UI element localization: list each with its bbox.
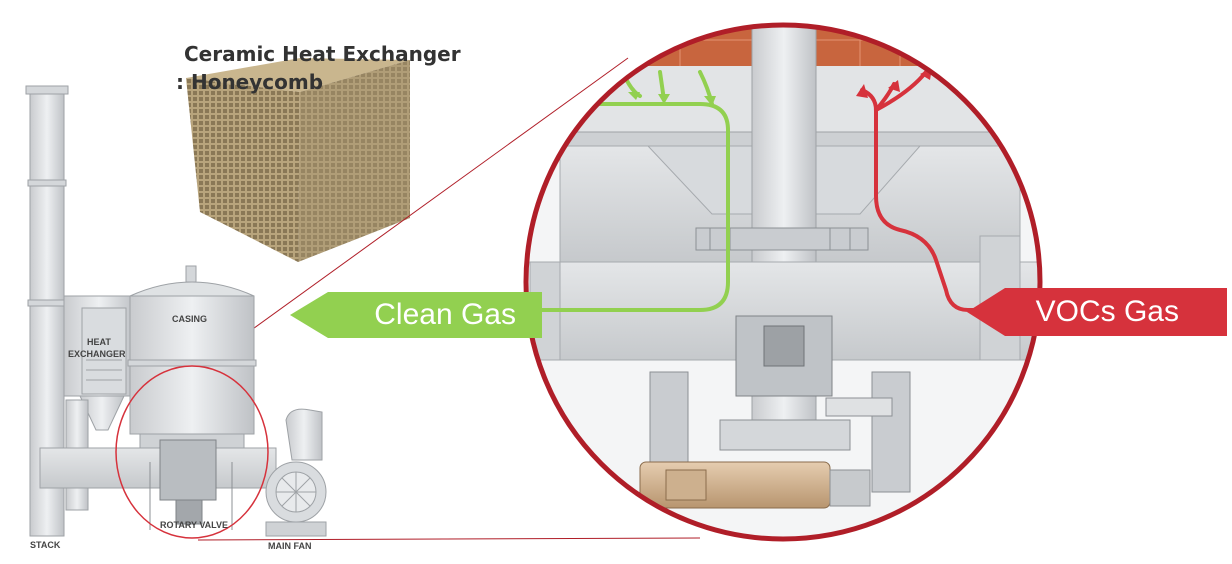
honeycomb-block-image — [186, 58, 410, 262]
vocs-gas-label: VOCs Gas — [1035, 295, 1179, 328]
casing-label: CASING — [172, 314, 208, 324]
main-duct-illustration — [39, 447, 277, 489]
clean-gas-callout: Clean Gas — [290, 292, 542, 338]
heat-exchanger-label-line-1: HEAT — [87, 337, 111, 347]
stack-label: STACK — [30, 540, 61, 550]
zoom-detail-illustration — [526, 25, 1040, 539]
vocs-gas-callout: VOCs Gas — [967, 288, 1227, 336]
zoom-connector-top — [195, 57, 629, 371]
title-line-1: Ceramic Heat Exchanger — [184, 42, 461, 66]
clean-gas-label: Clean Gas — [374, 298, 516, 331]
large-zoom-circle — [523, 22, 1043, 542]
rotary-valve-illustration — [149, 439, 233, 530]
heat-exchanger-label-line-2: EXCHANGER — [68, 349, 126, 359]
casing-vessel-illustration — [127, 265, 257, 463]
honeycomb-title: Ceramic Heat Exchanger : Honeycomb — [176, 40, 461, 96]
title-line-2: : Honeycomb — [176, 70, 324, 94]
main-fan-label: MAIN FAN — [268, 541, 312, 551]
small-zoom-circle — [115, 365, 269, 539]
zoom-connector-bottom — [197, 537, 701, 541]
rotary-valve-label: ROTARY VALVE — [160, 520, 229, 530]
main-fan-illustration — [265, 408, 327, 537]
